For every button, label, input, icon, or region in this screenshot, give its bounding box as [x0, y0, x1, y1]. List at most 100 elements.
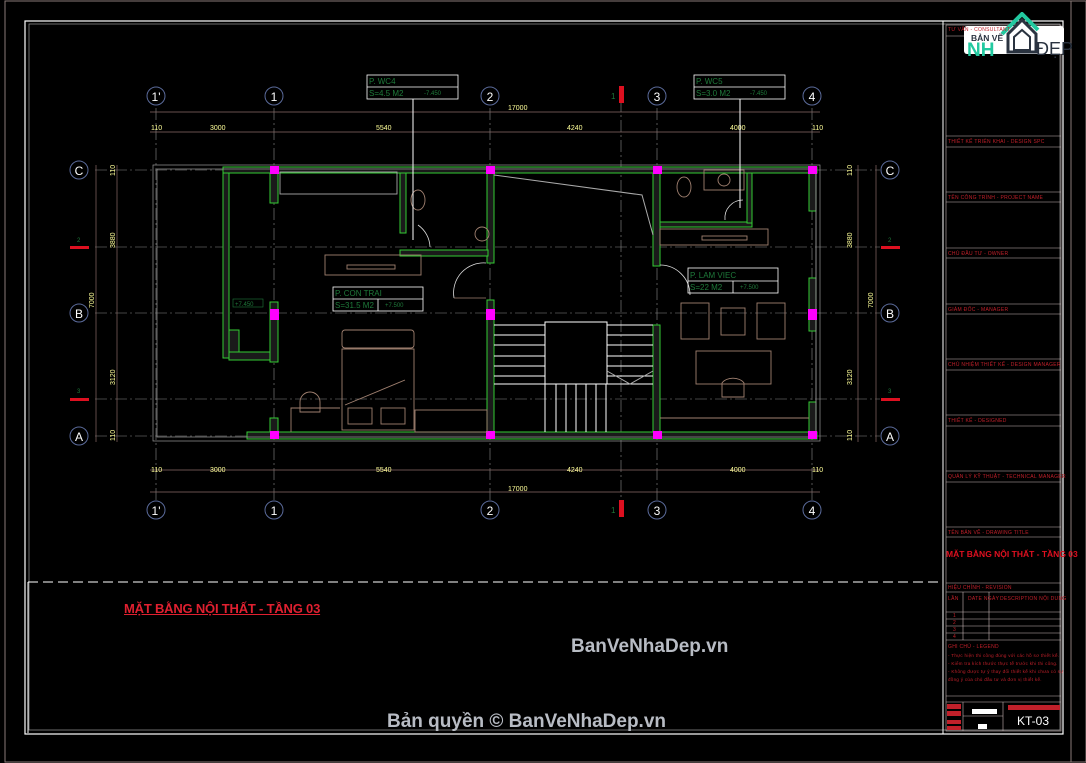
- svg-text:110: 110: [847, 430, 854, 441]
- watermark-copyright: Bản quyền © BanVeNhaDep.vn: [387, 711, 667, 732]
- svg-text:110: 110: [110, 165, 117, 176]
- logo-small-text: BẢN VẼ: [971, 33, 1004, 43]
- tb-designed: THIẾT KẾ - DESIGNED: [948, 418, 1007, 424]
- svg-text:110: 110: [847, 165, 854, 176]
- svg-text:17000: 17000: [508, 486, 528, 493]
- grid-label-b-left: B: [75, 307, 83, 321]
- svg-text:5540: 5540: [376, 467, 392, 474]
- tb-drawing-title-label: TÊN BẢN VẼ - DRAWING TITLE: [948, 530, 1029, 536]
- grid-label-c-left: C: [75, 164, 84, 178]
- tb-project-name: TÊN CÔNG TRÌNH - PROJECT NAME: [948, 195, 1044, 201]
- tb-rev-col-desc: DESCRIPTION NỘI DUNG: [1000, 596, 1067, 602]
- tb-rev-row-1: 1: [953, 613, 957, 619]
- tb-manager: GIÁM ĐỐC - MANAGER: [948, 307, 1009, 313]
- grid-label-1p-top: 1': [152, 90, 161, 104]
- staircase: [493, 174, 654, 432]
- svg-text:110: 110: [151, 467, 162, 474]
- svg-text:1: 1: [611, 506, 616, 515]
- svg-text:P. WC4: P. WC4: [369, 77, 396, 86]
- svg-text:110: 110: [110, 430, 117, 441]
- tb-design-spc: THIẾT KẾ TRIỂN KHAI - DESIGN SPC: [948, 139, 1045, 145]
- drawing-title: MẶT BẰNG NỘI THẤT - TẦNG 03: [124, 601, 321, 616]
- grid-label-2-top: 2: [487, 90, 494, 104]
- svg-text:P. CON TRAI: P. CON TRAI: [335, 289, 382, 298]
- svg-text:4240: 4240: [567, 125, 583, 132]
- svg-text:3880: 3880: [110, 232, 117, 248]
- svg-text:4240: 4240: [567, 467, 583, 474]
- grid-label-1-top: 1: [271, 90, 278, 104]
- svg-text:2: 2: [77, 238, 81, 244]
- grid-label-b-right: B: [886, 307, 894, 321]
- grid-label-1p-bottom: 1': [152, 504, 161, 518]
- tb-design-manager: CHỦ NHIỆM THIẾT KẾ - DESIGN MANAGER: [948, 362, 1061, 368]
- grid-label-4-bottom: 4: [809, 504, 816, 518]
- svg-text:110: 110: [812, 467, 823, 474]
- svg-text:3: 3: [77, 389, 81, 395]
- room-tags: P. WC4 S=4.5 M2 -7.450 P. WC5 S=3.0 M2 -…: [232, 74, 786, 312]
- tb-note-1: - Thực hiện thi công đúng với các hồ sơ …: [948, 653, 1060, 658]
- svg-text:P. LAM VIEC: P. LAM VIEC: [690, 271, 736, 280]
- svg-text:S=4.5 M2: S=4.5 M2: [369, 89, 404, 98]
- tb-drawing-title: MẶT BẰNG NỘI THẤT - TẦNG 03: [946, 549, 1078, 559]
- svg-text:-7.450: -7.450: [750, 91, 768, 97]
- section-markers: 1 1 2 3 2 3: [70, 86, 900, 517]
- svg-text:+7.500: +7.500: [385, 303, 404, 309]
- grid-label-a-right: A: [886, 430, 894, 444]
- tb-technical-manager: QUẢN LÝ KỸ THUẬT - TECHNICAL MANAGER: [948, 474, 1066, 480]
- grid-label-3-bottom: 3: [654, 504, 661, 518]
- svg-text:-7.450: -7.450: [424, 91, 442, 97]
- room-tag-lam-viec: P. LAM VIEC S=22 M2 +7.500: [687, 267, 779, 294]
- room-tag-con-trai: P. CON TRAI S=31.5 M2 +7.500: [332, 286, 424, 312]
- svg-text:5540: 5540: [376, 125, 392, 132]
- tb-rev-row-3: 3: [953, 627, 957, 633]
- svg-text:1: 1: [611, 92, 616, 101]
- svg-text:4000: 4000: [730, 125, 746, 132]
- grid-label-4-top: 4: [809, 90, 816, 104]
- grid-label-c-right: C: [886, 164, 895, 178]
- svg-text:7000: 7000: [868, 292, 875, 308]
- logo-big-text: NH: [967, 40, 995, 61]
- svg-text:3120: 3120: [847, 369, 854, 385]
- dimension-text: 110 3000 5540 4240 4000 110 17000 110 30…: [89, 105, 875, 493]
- logo-suffix: ĐẸP: [1036, 39, 1074, 59]
- site-logo: [962, 11, 1077, 56]
- grid-bubbles: 1' 1 2 3 4 1' 1 2 3 4 C B A C B A: [69, 86, 900, 520]
- svg-text:17000: 17000: [508, 105, 528, 112]
- svg-text:3120: 3120: [110, 369, 117, 385]
- svg-text:4000: 4000: [730, 467, 746, 474]
- columns: [270, 166, 817, 439]
- dimension-lines: [95, 111, 877, 493]
- tb-rev-row-2: 2: [953, 620, 957, 626]
- grid-label-2-bottom: 2: [487, 504, 494, 518]
- room-tag-wc5: P. WC5 S=3.0 M2 -7.450: [693, 74, 786, 208]
- svg-text:S=31.5 M2: S=31.5 M2: [335, 301, 374, 310]
- watermark-center: BanVeNhaDep.vn: [571, 636, 729, 657]
- svg-text:2: 2: [888, 238, 892, 244]
- tb-notes-header: GHI CHÚ - LEGEND: [948, 644, 999, 650]
- title-block-stamps: [947, 704, 1060, 730]
- svg-text:S=22 M2: S=22 M2: [690, 283, 723, 292]
- svg-text:3: 3: [888, 389, 892, 395]
- svg-text:110: 110: [812, 125, 823, 132]
- furniture: [279, 169, 809, 433]
- grid-label-a-left: A: [75, 430, 83, 444]
- svg-text:S=3.0 M2: S=3.0 M2: [696, 89, 731, 98]
- svg-text:110: 110: [151, 125, 162, 132]
- grid-label-3-top: 3: [654, 90, 661, 104]
- grid-label-1-bottom: 1: [271, 504, 278, 518]
- tb-note-3: - Không được tự ý thay đổi thiết kế khi …: [948, 669, 1064, 674]
- svg-text:3000: 3000: [210, 125, 226, 132]
- tb-owner: CHỦ ĐẦU TƯ - OWNER: [948, 251, 1009, 257]
- doors: [417, 199, 744, 299]
- sheet-border: [4, 0, 1086, 763]
- tb-note-2: - Kiểm tra kích thước thực tế trước khi …: [948, 661, 1058, 666]
- tb-note-4: đồng ý của chủ đầu tư và đơn vị thiết kế…: [948, 677, 1042, 682]
- title-block-lines: [945, 24, 1062, 732]
- tb-revision-header: HIỆU CHỈNH - REVISION: [948, 585, 1012, 591]
- svg-text:+7.500: +7.500: [740, 285, 759, 291]
- svg-text:+7.450: +7.450: [235, 302, 254, 308]
- svg-text:3000: 3000: [210, 467, 226, 474]
- svg-text:P. WC5: P. WC5: [696, 77, 723, 86]
- tb-rev-col-lan: LẦN: [948, 596, 959, 602]
